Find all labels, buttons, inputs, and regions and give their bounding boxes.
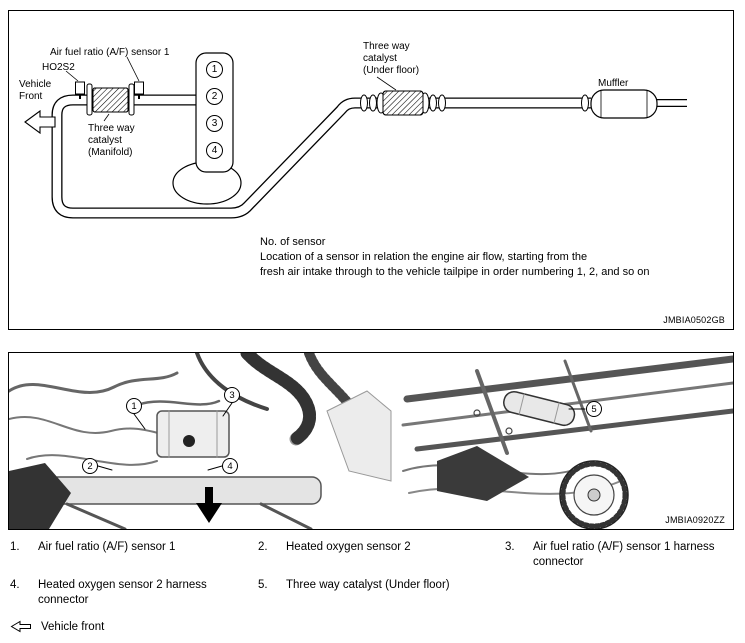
legend-item-4-number: 4. xyxy=(10,579,20,591)
legend-item-4: 4. Heated oxygen sensor 2 harness connec… xyxy=(10,578,248,608)
legend-item-2-label: Heated oxygen sensor 2 xyxy=(286,541,411,553)
legend-item-5-label: Three way catalyst (Under floor) xyxy=(286,579,450,591)
figure-id-schematic: JMBIA0502GB xyxy=(663,315,725,325)
port-number-3: 3 xyxy=(206,115,223,132)
down-arrow xyxy=(196,487,222,523)
exhaust-system-drawing xyxy=(24,52,687,219)
legend-item-2-number: 2. xyxy=(258,541,268,553)
legend-item-5: 5. Three way catalyst (Under floor) xyxy=(258,578,498,593)
legend-item-1: 1. Air fuel ratio (A/F) sensor 1 xyxy=(10,540,243,555)
underfloor-photo xyxy=(401,355,733,529)
label-leader-lines xyxy=(65,56,397,122)
muffler-label: Muffler xyxy=(598,78,629,89)
ho2s2-label: HO2S2 xyxy=(42,62,75,73)
engine-bay-photo xyxy=(9,353,392,529)
exhaust-manifold xyxy=(172,52,242,205)
underfloor-catalyst-cylinder xyxy=(503,390,576,427)
port-number-4: 4 xyxy=(206,142,223,159)
ho2s2-sensor-symbol xyxy=(75,81,85,99)
af-sensor-1-label: Air fuel ratio (A/F) sensor 1 xyxy=(50,47,170,58)
wheel xyxy=(559,460,629,529)
vehicle-front-text: Vehicle front xyxy=(41,620,105,633)
legend-item-3-label: Air fuel ratio (A/F) sensor 1 harness co… xyxy=(533,541,715,568)
vehicle-front-arrow-icon xyxy=(10,620,31,633)
callout-3: 3 xyxy=(224,387,240,403)
legend-item-4-label: Heated oxygen sensor 2 harness connector xyxy=(38,579,207,606)
vehicle-front-indicator: Vehicle front xyxy=(10,620,104,633)
legend-item-2: 2. Heated oxygen sensor 2 xyxy=(258,540,491,555)
vehicle-front-arrow xyxy=(24,109,56,135)
exhaust-pipe-run xyxy=(51,94,687,219)
manifold-catalyst xyxy=(86,83,135,116)
legend-item-1-number: 1. xyxy=(10,541,20,553)
sensor-location-schematic: Air fuel ratio (A/F) sensor 1 HO2S2 Vehi… xyxy=(8,10,734,330)
callout-2: 2 xyxy=(82,458,98,474)
callout-5: 5 xyxy=(586,401,602,417)
legend-item-3-number: 3. xyxy=(505,541,515,553)
component-location-photos: 1 2 3 4 5 JMBIA0920ZZ xyxy=(8,352,734,530)
component-photos-drawing xyxy=(9,353,733,529)
twc-underfloor-label: Three way catalyst (Under floor) xyxy=(363,41,420,76)
figure-id-photos: JMBIA0920ZZ xyxy=(665,515,725,525)
af-sensor-1-symbol xyxy=(134,81,144,99)
legend-item-1-label: Air fuel ratio (A/F) sensor 1 xyxy=(38,541,176,553)
callout-1: 1 xyxy=(126,398,142,414)
legend-item-3: 3. Air fuel ratio (A/F) sensor 1 harness… xyxy=(505,540,739,570)
legend-item-5-number: 5. xyxy=(258,579,268,591)
underfloor-catalyst xyxy=(360,90,446,116)
muffler-shape xyxy=(581,89,658,119)
twc-manifold-label: Three way catalyst (Manifold) xyxy=(88,123,135,158)
callout-4: 4 xyxy=(222,458,238,474)
port-number-1: 1 xyxy=(206,61,223,78)
port-number-2: 2 xyxy=(206,88,223,105)
vehicle-front-label: Vehicle Front xyxy=(19,79,52,102)
sensor-numbering-note: No. of sensor Location of a sensor in re… xyxy=(260,236,650,278)
